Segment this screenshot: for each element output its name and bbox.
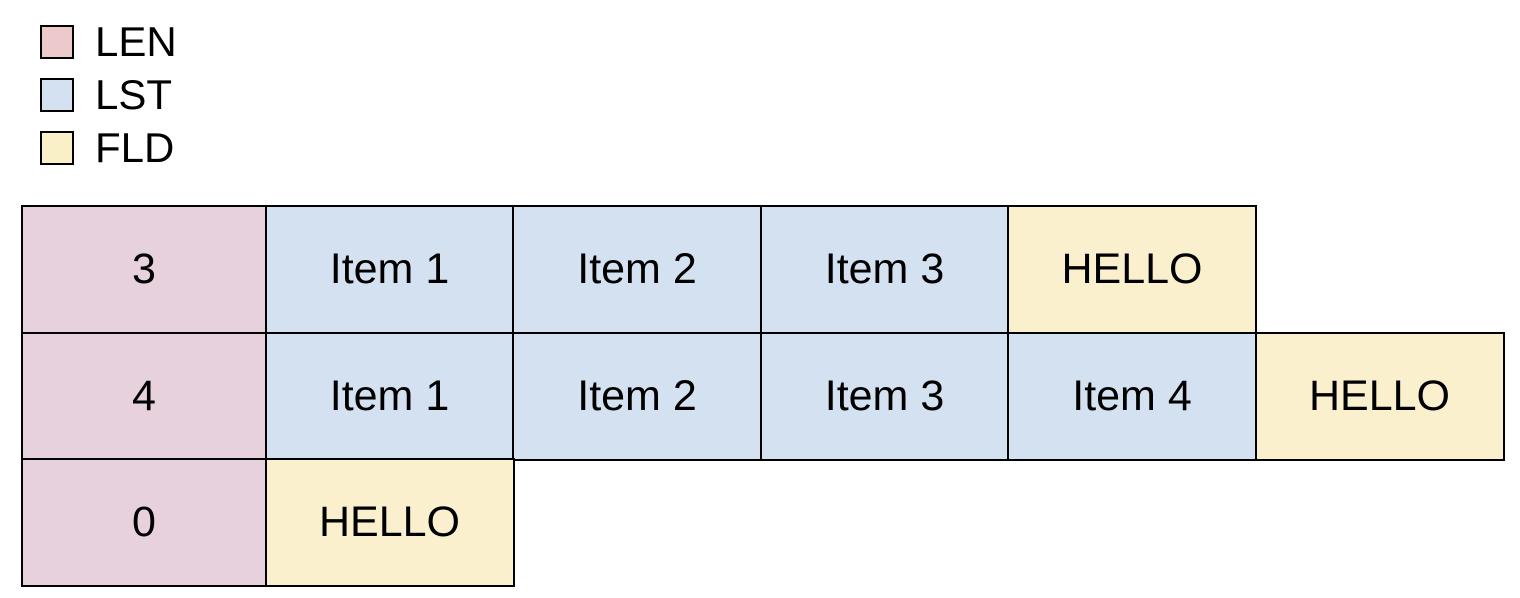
legend-item-len: LEN — [40, 18, 177, 65]
legend-item-fld: FLD — [40, 124, 177, 171]
cell-len: 0 — [21, 458, 267, 587]
cell-fld: HELLO — [1007, 205, 1257, 334]
cell-fld: HELLO — [264, 458, 515, 587]
cell-lst: Item 1 — [264, 331, 515, 461]
legend-item-lst: LST — [40, 71, 177, 118]
legend-label-lst: LST — [95, 71, 173, 118]
cell-fld: HELLO — [1254, 331, 1505, 461]
legend-label-len: LEN — [95, 18, 177, 65]
fld-color-swatch — [40, 131, 74, 165]
cell-lst: Item 3 — [759, 331, 1010, 461]
cell-lst: Item 4 — [1007, 331, 1257, 461]
legend: LEN LST FLD — [40, 18, 177, 184]
legend-label-fld: FLD — [95, 124, 175, 171]
cell-len: 4 — [21, 331, 267, 461]
cell-lst: Item 2 — [512, 205, 762, 334]
lst-color-swatch — [40, 78, 74, 112]
cell-lst: Item 3 — [759, 205, 1010, 334]
len-color-swatch — [40, 25, 74, 59]
cell-lst: Item 1 — [264, 205, 515, 334]
cell-len: 3 — [21, 205, 267, 334]
cell-lst: Item 2 — [512, 331, 762, 461]
